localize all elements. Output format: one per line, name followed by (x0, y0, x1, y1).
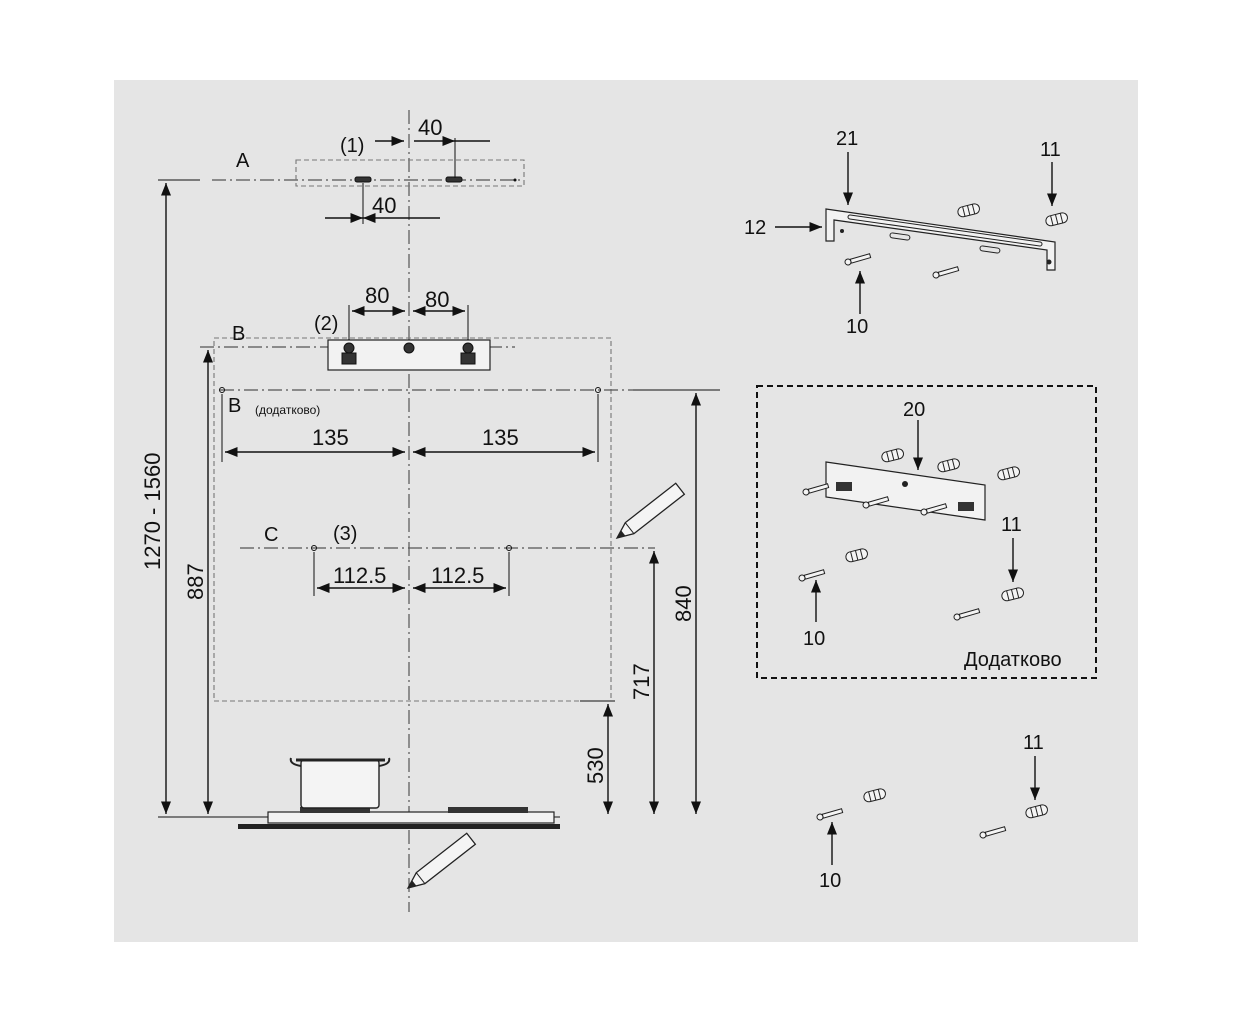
label-line-b: B (232, 323, 245, 345)
bracket-20 (825, 461, 986, 521)
dowel-icon (1045, 212, 1068, 227)
cooktop (267, 811, 555, 824)
screw-icon (953, 608, 981, 621)
dim-887: 887 (183, 563, 208, 600)
label-line-b-optional: B (228, 395, 241, 417)
optional-note: Додатково (964, 649, 1062, 671)
screw-icon (802, 483, 830, 496)
screw-icon (862, 496, 890, 509)
dowel-icon (997, 466, 1020, 481)
part-12: 12 (744, 217, 766, 239)
pencil-icon (615, 482, 686, 539)
dim-a-top: 40 (418, 115, 442, 140)
hood-outline (213, 337, 612, 702)
dim-840: 840 (671, 585, 696, 622)
dim-bopt-left: 135 (312, 425, 349, 450)
part-20: 20 (903, 399, 925, 421)
dim-a-bottom: 40 (372, 193, 396, 218)
part-11-mid: 11 (1001, 514, 1022, 536)
dowel-icon (845, 548, 868, 563)
worktop (238, 824, 560, 829)
label-ref-1: (1) (340, 135, 364, 157)
bracket-21 (825, 208, 1056, 271)
part-10-top: 10 (846, 316, 868, 338)
slot-a-left (354, 176, 372, 183)
dim-range: 1270 - 1560 (140, 453, 165, 570)
screw-icon (920, 503, 948, 516)
label-line-c: C (264, 524, 278, 546)
dim-b-left: 80 (365, 283, 389, 308)
dowel-icon (1025, 804, 1048, 819)
bracket-a-outline (295, 159, 525, 187)
part-10-mid: 10 (803, 628, 825, 650)
dim-530: 530 (583, 747, 608, 784)
screw-icon (844, 253, 872, 266)
dowel-icon (863, 788, 886, 803)
dim-c-left: 112.5 (333, 563, 386, 588)
screw-icon (979, 826, 1007, 839)
part-11-bottom: 11 (1023, 732, 1044, 754)
dim-bopt-right: 135 (482, 425, 519, 450)
dim-b-right: 80 (425, 287, 449, 312)
dim-c-right: 112.5 (431, 563, 484, 588)
label-ref-2: (2) (314, 313, 338, 335)
pencil-icon (406, 832, 477, 889)
screw-icon (816, 808, 844, 821)
optional-parts-box (756, 385, 1097, 679)
label-line-a: A (236, 150, 250, 172)
pot-icon (289, 757, 391, 809)
dim-717: 717 (629, 663, 654, 700)
screw-icon (932, 266, 960, 279)
dowel-icon (937, 458, 960, 473)
part-10-bottom: 10 (819, 870, 841, 892)
part-21: 21 (836, 128, 858, 150)
dowel-icon (957, 203, 980, 218)
slot-a-right (445, 176, 463, 183)
part-11-top: 11 (1040, 139, 1061, 161)
dowel-icon (1001, 587, 1024, 602)
dowel-icon (881, 448, 904, 463)
label-ref-3: (3) (333, 523, 357, 545)
label-optional-note: (додатково) (255, 403, 320, 417)
screw-icon (798, 569, 826, 582)
